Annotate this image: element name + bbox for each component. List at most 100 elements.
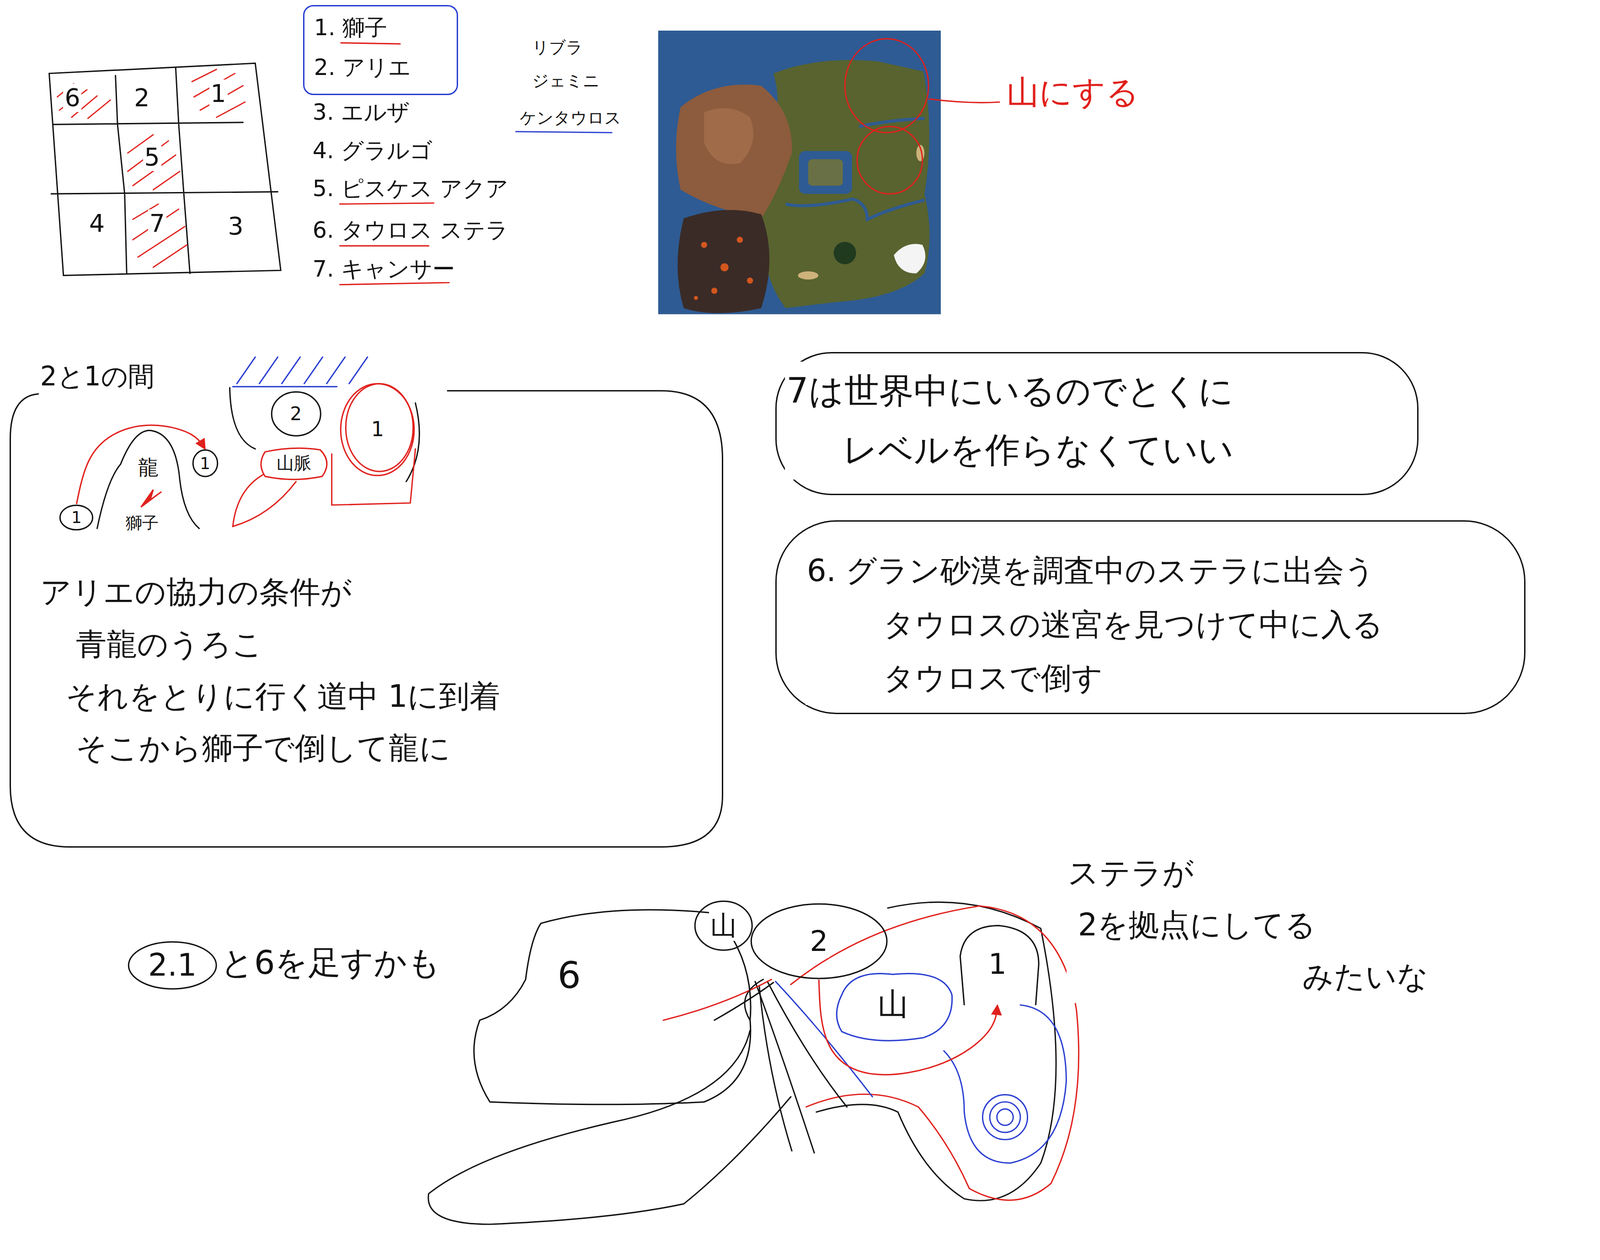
outline-path [261,448,327,480]
outline-ellipse [751,904,887,979]
beach [798,271,819,280]
list-item: 6. タウロス ステラ [311,217,510,243]
node-text: 2 [288,403,304,425]
list-item: 3. エルザ [311,99,411,125]
map-region: 山 [831,964,955,1044]
node-text: 山 [876,986,910,1022]
lava-spot [736,236,743,243]
road-lines [775,981,873,1097]
text-line: そこから獅子で倒して龍に [75,722,501,775]
outline-ellipse [346,383,414,472]
side-item: ケンタウロス [518,108,623,128]
circled-number: 2.1 [127,940,218,990]
list-box: 1. 獅子2. アリエ [303,5,459,95]
area-mark [857,126,923,194]
node-text: 2.1 [146,947,198,983]
strike-line [515,131,613,133]
underline [340,245,429,247]
list-item: 7. キャンサー [311,256,457,282]
node-text: 山 [709,910,739,941]
list-item: 4. グラルゴ [311,137,434,164]
map-region: 山 [693,900,753,952]
lake-island [808,159,843,186]
grid-hatching [57,69,246,268]
grid-number: 2 [132,83,151,112]
spiral [997,1109,1014,1126]
map-note: 山にする [1005,73,1141,112]
lava-spot [711,287,718,294]
coast-line [428,1030,791,1225]
sketch-label: 獅子 [124,513,160,533]
map-region: 1 [954,923,1041,1006]
text-line: タウロスで倒す [883,651,1384,705]
underline [340,202,434,204]
outline-ellipse [271,391,321,436]
side-item: リブラ [530,37,585,57]
text-line: 青龍のうろこ [75,618,501,671]
node-text: 6. グラン砂漠を調査中のステラに出会う タウロスの迷宮を見つけて中に入る タウ… [805,544,1385,705]
lion-figure [140,489,162,507]
outline-path [836,973,952,1041]
grassland [761,59,930,309]
side-item: ジェミニ [530,71,602,91]
hatch [133,203,187,267]
grid-number: 4 [87,209,107,238]
node-text: 2 [808,924,830,958]
map-region: 2 [750,902,888,980]
grid-line [51,67,278,274]
lava-spot [701,241,708,248]
note-box: 7は世界中にいるのでとくに レベルを作らなくていい [775,352,1419,496]
node-text: 1 [986,947,1008,981]
grid-number: 6 [63,83,82,112]
grid-number: 1 [209,79,228,108]
hatch [192,69,246,118]
grid-number: 5 [143,143,162,172]
desert-ridge [704,108,754,165]
region-circle: 2 [270,390,322,437]
node-text: 7は世界中にいるのでとくに レベルを作らなくていい [784,361,1236,480]
outline-path [10,390,723,848]
lava-spot [720,263,729,272]
outline-ellipse [341,383,415,476]
text-line: 2を拠点にしてる [1077,899,1429,952]
outline-ellipse [192,449,218,477]
node-text: 2. アリエ [312,54,413,80]
mountain-region: 山脈 [256,445,331,481]
text-line: 7は世界中にいるのでとくに [786,361,1234,421]
coast-line [229,387,420,482]
hatch [127,134,180,191]
node-text: 6 [556,954,583,997]
grid-number: 7 [148,209,167,238]
node-text: 山脈 [275,453,313,474]
leader-line [928,98,1000,103]
text-line: ステラが [1067,847,1429,900]
grid-sketch [49,63,282,276]
hatch [57,83,111,119]
sea [658,30,941,315]
outline-path [474,909,751,1105]
note-text: と6を足すかも [219,944,443,982]
region-circle: 1 [339,382,416,477]
node-text: 1 [198,453,212,473]
region-line [944,1004,1067,1163]
lava [693,236,753,300]
list-item: 5. ピスケス アクア [311,175,510,202]
node-text: 1 [369,417,386,442]
note-heading: 2と1の間 [38,361,156,392]
place-circle: 1 [192,448,219,478]
snow [893,244,926,274]
route-arrow [818,979,998,1075]
lake [799,150,853,194]
spiral [982,1094,1028,1140]
outline-path [960,925,1039,1006]
volcano [677,209,770,314]
note-box: 2と1の間アリエの協力の条件が 青龍のうろこ それをとりに行く道中 1に到着 そ… [8,387,723,847]
text-line: それをとりに行く道中 1に到着 [65,670,501,723]
lava-spot [693,295,699,300]
text-line: タウロスの迷宮を見つけて中に入る [883,597,1384,652]
region-line [790,906,1079,1201]
sketch-label: 龍 [136,456,160,480]
spiral [989,1101,1021,1133]
underline [341,42,400,44]
note-text: ステラが 2を拠点にしてる みたいな [1066,847,1430,1004]
